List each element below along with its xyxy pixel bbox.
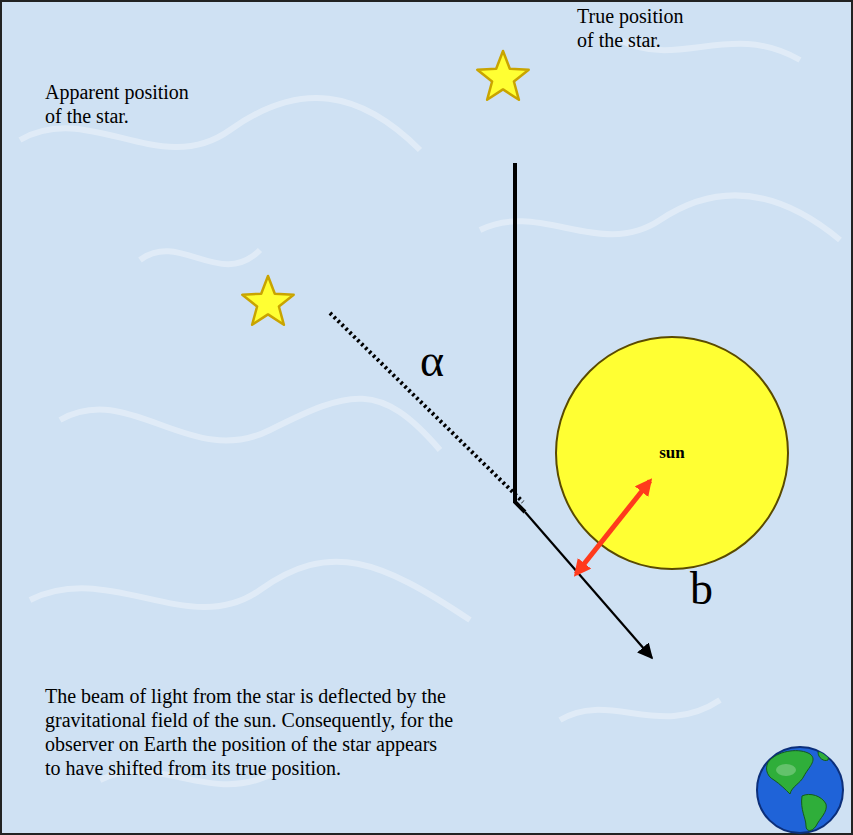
radius-arrow — [576, 481, 650, 574]
sun-label: sun — [659, 443, 685, 463]
earth — [757, 747, 843, 833]
texture-swirl — [140, 250, 260, 264]
continent — [818, 751, 828, 760]
star-label: Apparent position of the star. — [45, 80, 200, 128]
true-star — [477, 51, 528, 100]
texture-swirl — [480, 195, 840, 240]
texture-swirl — [60, 399, 440, 450]
sun-circle: sun — [554, 335, 790, 571]
light-ray — [515, 163, 525, 512]
caption-note: The beam of light from the star is defle… — [45, 684, 455, 780]
angle-symbol: α — [420, 338, 444, 384]
impact-parameter: b — [690, 566, 713, 612]
apparent-star — [242, 276, 293, 325]
texture-swirl — [560, 700, 720, 720]
background-texture — [20, 40, 840, 784]
sun-content: sun — [554, 335, 790, 571]
star-label: True position of the star. — [577, 4, 697, 52]
apparent-ray — [330, 313, 523, 502]
earth-globe — [757, 747, 843, 833]
earth-highlight — [776, 764, 796, 776]
continent — [767, 751, 814, 794]
texture-swirl — [30, 562, 470, 620]
continent — [802, 794, 827, 830]
sun-disc — [556, 337, 788, 569]
